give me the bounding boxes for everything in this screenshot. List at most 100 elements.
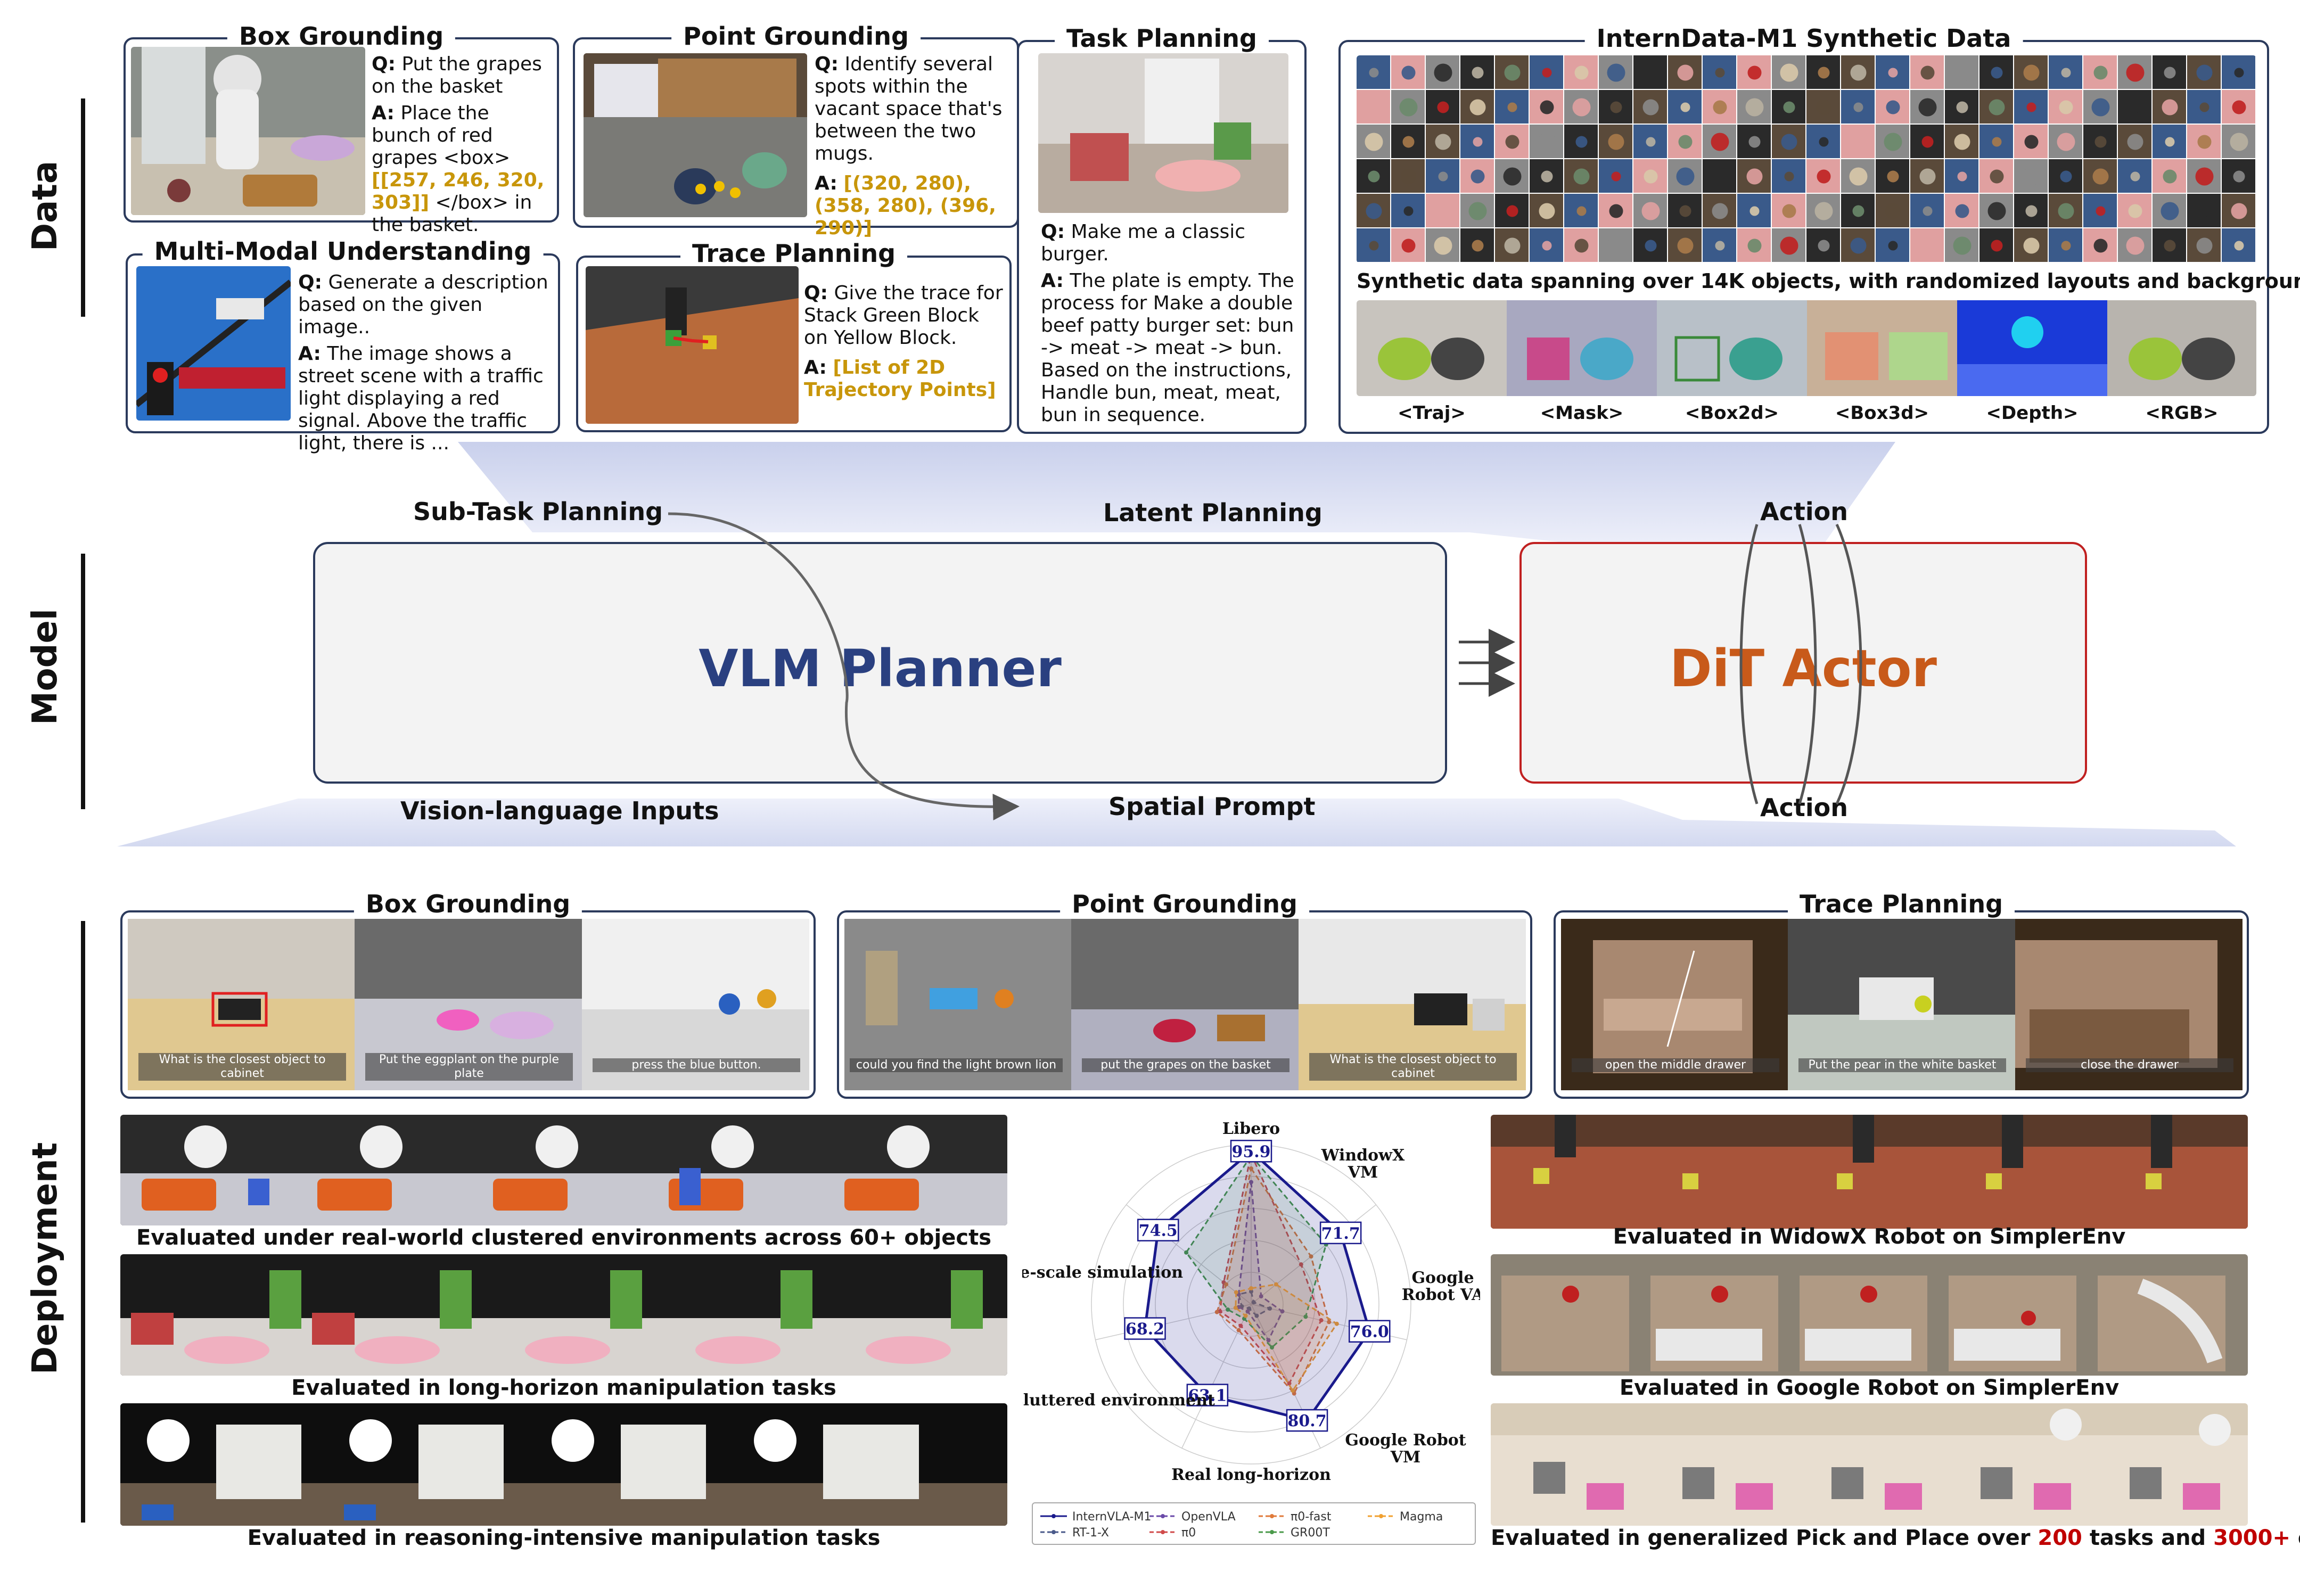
radar-value-label: 63.1 bbox=[1188, 1387, 1227, 1405]
deploy-box-grounding-title: Box Grounding bbox=[354, 890, 582, 918]
legend-label: GR00T bbox=[1291, 1526, 1330, 1540]
spatial-prompt-label: Spatial Prompt bbox=[1108, 792, 1316, 821]
radar-value-label-box bbox=[1349, 1320, 1391, 1343]
radar-point bbox=[1327, 1320, 1332, 1324]
box-grounding-title: Box Grounding bbox=[227, 22, 456, 50]
radar-point bbox=[1291, 1388, 1295, 1393]
radar-value-label: 80.7 bbox=[1288, 1412, 1327, 1430]
radar-series-internvla-m1 bbox=[1143, 1149, 1371, 1422]
radar-axis-label: Real long-horizon bbox=[1171, 1466, 1331, 1484]
radar-point bbox=[1249, 1166, 1253, 1171]
synthetic-caption: Synthetic data spanning over 14K objects… bbox=[1357, 269, 2300, 293]
trace-planning-data-image bbox=[586, 266, 799, 424]
model-section-bar bbox=[81, 554, 85, 809]
deploy-tp-caption-3: close the drawer bbox=[2026, 1058, 2233, 1072]
deploy-bg-caption-2: Put the eggplant on the purple plate bbox=[365, 1053, 573, 1081]
legend-label: π0 bbox=[1181, 1526, 1196, 1540]
trace-planning-data-qa: Q: Give the trace for Stack Green Block … bbox=[804, 282, 1003, 401]
radar-value-label-box bbox=[1286, 1409, 1328, 1432]
radar-axis-label: Real cluttered environment bbox=[1022, 1391, 1215, 1410]
radar-point bbox=[1234, 1290, 1238, 1295]
vision-language-inputs-label: Vision-language Inputs bbox=[400, 796, 719, 825]
point-grounding-qa: Q: Identify several spots within the vac… bbox=[815, 53, 1003, 239]
deploy-point-grounding-title: Point Grounding bbox=[1060, 890, 1309, 918]
deploy-point-grounding-images: could you find the light brown lion put … bbox=[844, 919, 1526, 1090]
radar-axis-label: Large-scale simulation bbox=[1022, 1263, 1183, 1282]
synthetic-modality-strip bbox=[1357, 300, 2256, 396]
point-grounding-image bbox=[584, 53, 807, 217]
radar-value-label-box bbox=[1124, 1317, 1166, 1340]
radar-value-label: 74.5 bbox=[1139, 1222, 1178, 1240]
radar-spoke bbox=[1095, 1304, 1252, 1340]
radar-point bbox=[1249, 1286, 1253, 1290]
multimodal-image bbox=[136, 266, 291, 421]
right-row-1-images bbox=[1491, 1115, 2248, 1229]
modality-labels: <Traj> <Mask> <Box2d> <Box3d> <Depth> <R… bbox=[1357, 402, 2256, 429]
deploy-trace-planning-title: Trace Planning bbox=[1788, 890, 2015, 918]
legend-label: π0-fast bbox=[1291, 1510, 1332, 1524]
radar-point bbox=[1268, 1306, 1272, 1311]
deploy-bg-caption-1: What is the closest object to cabinet bbox=[138, 1053, 346, 1081]
trace-planning-data-title: Trace Planning bbox=[680, 240, 907, 267]
deployment-section-bar bbox=[81, 921, 85, 1523]
right-row-3-images bbox=[1491, 1403, 2248, 1526]
left-row-3-images bbox=[120, 1403, 1007, 1526]
synthetic-title: InternData-M1 Synthetic Data bbox=[1584, 24, 2023, 52]
modality-box2d-label: <Box2d> bbox=[1685, 402, 1779, 424]
radar-series-openvla bbox=[1238, 1182, 1284, 1342]
radar-point bbox=[1184, 1250, 1189, 1255]
action-top-label: Action bbox=[1760, 497, 1848, 526]
right-row-2-caption: Evaluated in Google Robot on SimplerEnv bbox=[1619, 1376, 2120, 1400]
radar-value-label: 71.7 bbox=[1321, 1224, 1360, 1243]
multimodal-title: Multi-Modal Understanding bbox=[142, 237, 544, 265]
radar-point bbox=[1251, 1300, 1256, 1305]
radar-point bbox=[1224, 1282, 1229, 1287]
radar-chart: 95.971.776.080.763.168.274.5LiberoWindow… bbox=[1022, 1120, 1480, 1484]
radar-point bbox=[1238, 1323, 1243, 1328]
radar-point bbox=[1280, 1309, 1285, 1314]
task-planning-image bbox=[1038, 53, 1288, 213]
radar-value-label: 68.2 bbox=[1126, 1320, 1164, 1339]
radar-value-label-box bbox=[1319, 1221, 1362, 1245]
left-row-1-images bbox=[120, 1115, 1007, 1225]
dit-actor-box bbox=[1519, 542, 2087, 784]
modality-rgb-label: <RGB> bbox=[2145, 402, 2219, 424]
deploy-trace-planning-images: open the middle drawer Put the pear in t… bbox=[1561, 919, 2242, 1090]
radar-point bbox=[1236, 1328, 1241, 1332]
radar-value-label-box bbox=[1186, 1384, 1229, 1406]
radar-point bbox=[1214, 1310, 1219, 1314]
radar-point bbox=[1254, 1313, 1259, 1318]
radar-point bbox=[1270, 1345, 1275, 1350]
radar-spoke bbox=[1251, 1204, 1377, 1305]
modality-box3d-label: <Box3d> bbox=[1835, 402, 1929, 424]
radar-point bbox=[1274, 1282, 1278, 1287]
point-grounding-title: Point Grounding bbox=[671, 22, 921, 50]
left-row-2-caption: Evaluated in long-horizon manipulation t… bbox=[291, 1376, 836, 1400]
modality-traj-label: <Traj> bbox=[1398, 402, 1466, 424]
deploy-bg-caption-3: press the blue button. bbox=[593, 1058, 800, 1072]
box-grounding-qa: Q: Put the grapes on the basket A: Place… bbox=[372, 53, 545, 236]
radar-point bbox=[1319, 1318, 1324, 1323]
left-row-1-caption: Evaluated under real-world clustered env… bbox=[136, 1225, 992, 1250]
dit-actor-label: DiT Actor bbox=[1670, 639, 1937, 698]
action-bottom-label: Action bbox=[1760, 793, 1848, 822]
modality-depth-label: <Depth> bbox=[1986, 402, 2079, 424]
radar-point bbox=[1259, 1294, 1263, 1299]
synthetic-mosaic bbox=[1357, 55, 2256, 263]
radar-series--0-fast bbox=[1215, 1166, 1330, 1395]
modality-mask-label: <Mask> bbox=[1540, 402, 1624, 424]
right-row-3-caption: Evaluated in generalized Pick and Place … bbox=[1491, 1526, 2300, 1550]
latent-planning-label: Latent Planning bbox=[1103, 498, 1322, 527]
right-row-2-images bbox=[1491, 1254, 2248, 1376]
left-row-3-caption: Evaluated in reasoning-intensive manipul… bbox=[247, 1526, 881, 1550]
legend-label: Magma bbox=[1400, 1510, 1443, 1524]
deploy-pg-caption-1: could you find the light brown lion bbox=[850, 1058, 1063, 1072]
legend-label: OpenVLA bbox=[1181, 1510, 1236, 1524]
deploy-box-grounding-images: What is the closest object to cabinet Pu… bbox=[128, 919, 809, 1090]
deploy-pg-caption-2: put the grapes on the basket bbox=[1082, 1058, 1289, 1072]
task-planning-title: Task Planning bbox=[1055, 24, 1269, 52]
vlm-planner-label: VLM Planner bbox=[699, 639, 1062, 698]
